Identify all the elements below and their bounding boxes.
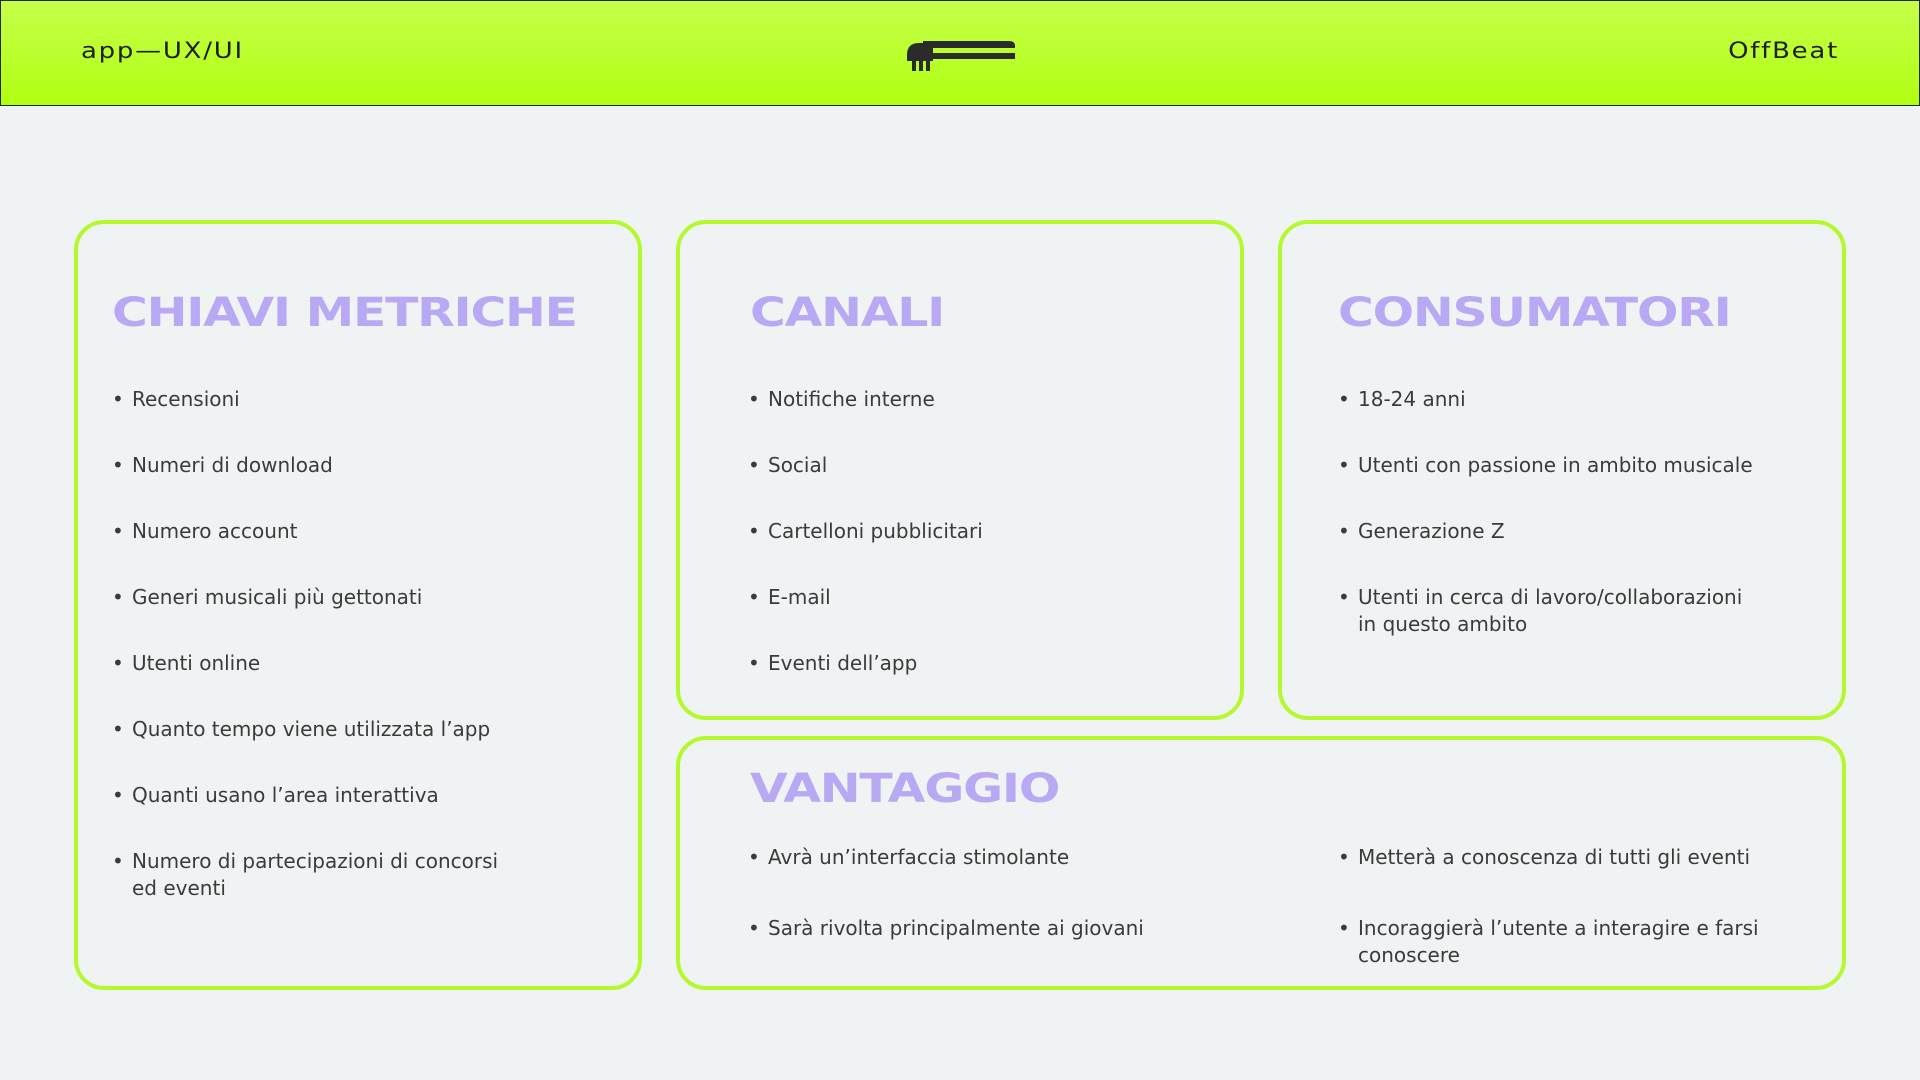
list-item: Incoraggierà l’utente a interagire e far… (1338, 915, 1768, 969)
list-item: Eventi dell’app (748, 650, 1208, 677)
card-title-canali: CANALI (750, 290, 945, 336)
card-title-chiavi-metriche: CHIAVI METRICHE (112, 290, 578, 336)
card-canali: CANALI Notifiche interne Social Cartello… (676, 220, 1244, 720)
list-item: Cartelloni pubblicitari (748, 518, 1208, 545)
card-consumatori: CONSUMATORI 18-24 anni Utenti con passio… (1278, 220, 1846, 720)
list-canali: Notifiche interne Social Cartelloni pubb… (748, 386, 1208, 716)
list-item: Quanti usano l’area interattiva (112, 782, 582, 809)
list-item: Utenti in cerca di lavoro/collaborazioni… (1338, 584, 1758, 638)
list-consumatori: 18-24 anni Utenti con passione in ambito… (1338, 386, 1758, 650)
top-header-bar: app—UX/UI OffBeat (0, 0, 1920, 106)
list-item: Utenti online (112, 650, 582, 677)
list-item: Notifiche interne (748, 386, 1208, 413)
list-item: Quanto tempo viene utilizzata l’app (112, 716, 582, 743)
list-item: Metterà a conoscenza di tutti gli eventi (1338, 844, 1768, 871)
card-title-consumatori: CONSUMATORI (1338, 290, 1732, 336)
card-vantaggio: VANTAGGIO Avrà un’interfaccia stimolante… (676, 736, 1846, 990)
card-chiavi-metriche: CHIAVI METRICHE Recensioni Numeri di dow… (74, 220, 642, 990)
list-vantaggio-right: Metterà a conoscenza di tutti gli eventi… (1338, 844, 1768, 969)
header-right-label: OffBeat (1728, 39, 1839, 64)
list-item: Sarà rivolta principalmente ai giovani (748, 915, 1268, 942)
list-item: Generi musicali più gettonati (112, 584, 582, 611)
list-item: Social (748, 452, 1208, 479)
list-item: Numeri di download (112, 452, 582, 479)
list-item: Utenti con passione in ambito musicale (1338, 452, 1758, 479)
list-item: Generazione Z (1338, 518, 1758, 545)
list-item: Numero account (112, 518, 582, 545)
list-chiavi-metriche: Recensioni Numeri di download Numero acc… (112, 386, 582, 914)
offbeat-logo-icon (907, 41, 1015, 71)
list-item: Avrà un’interfaccia stimolante (748, 844, 1268, 871)
header-left-label: app—UX/UI (81, 39, 244, 64)
list-item: 18-24 anni (1338, 386, 1758, 413)
list-item: E-mail (748, 584, 1208, 611)
list-item: Recensioni (112, 386, 582, 413)
list-vantaggio-left: Avrà un’interfaccia stimolante Sarà rivo… (748, 844, 1268, 942)
list-item: Numero di partecipazioni di concorsi ed … (112, 848, 512, 902)
card-title-vantaggio: VANTAGGIO (750, 766, 1060, 812)
